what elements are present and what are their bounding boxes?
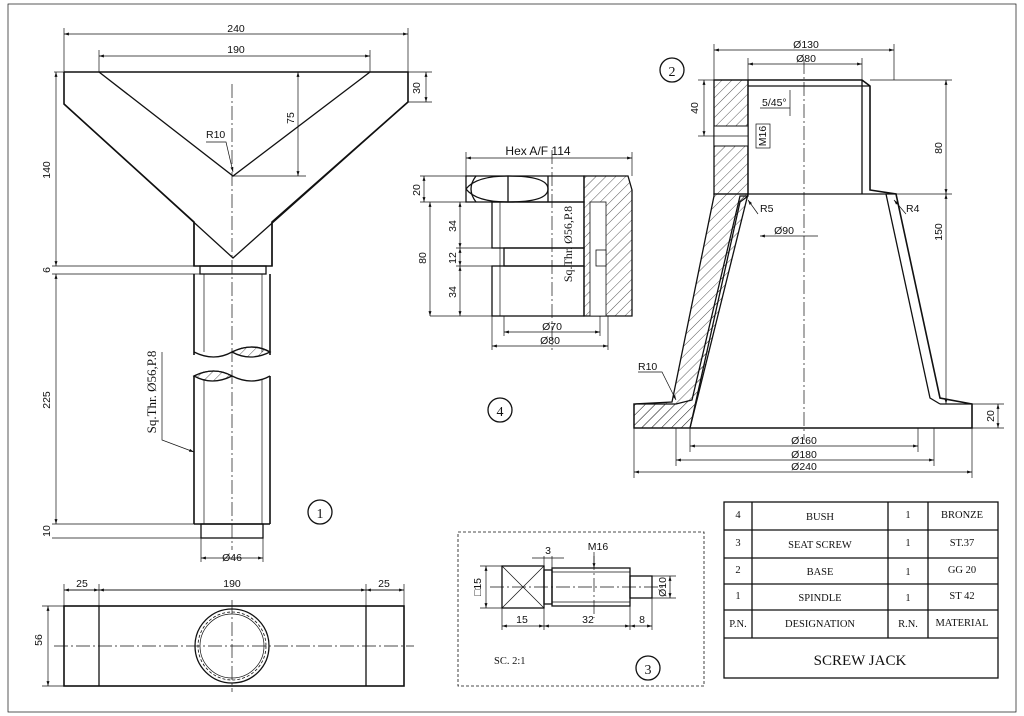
dim-30: 30 bbox=[411, 82, 423, 94]
row-material: ST 42 bbox=[949, 591, 974, 602]
row-material: GG 20 bbox=[948, 565, 976, 576]
dim-base-r4: R4 bbox=[906, 203, 920, 215]
title-block: 4 BUSH 1 BRONZE 3 SEAT SCREW 1 ST.37 2 B… bbox=[723, 501, 999, 679]
row-designation: BASE bbox=[807, 567, 834, 578]
dim-base-dia180: Ø180 bbox=[791, 449, 817, 461]
dim-base-150: 150 bbox=[933, 223, 945, 241]
dim-bush-34b: 34 bbox=[447, 286, 459, 298]
dim-hex: Hex A/F 114 bbox=[505, 144, 570, 158]
view-label-3: 3 bbox=[645, 663, 652, 678]
dim-top-56: 56 bbox=[33, 634, 45, 646]
header-rn: R.N. bbox=[898, 619, 918, 630]
dim-seat-dia10: Ø10 bbox=[657, 577, 669, 597]
spindle-thread-note: Sq.Thr. Ø56,P.8 bbox=[144, 351, 159, 434]
dim-base-r5: R5 bbox=[760, 203, 774, 215]
dim-base-20: 20 bbox=[985, 410, 997, 422]
row-rn: 1 bbox=[905, 510, 910, 521]
row-rn: 1 bbox=[905, 593, 910, 604]
row-designation: SEAT SCREW bbox=[788, 540, 852, 551]
dim-top-190: 190 bbox=[223, 578, 241, 590]
row-pn: 2 bbox=[735, 565, 740, 576]
spindle-top-view: 25 190 25 56 bbox=[33, 578, 414, 692]
parts-row-2: 3 SEAT SCREW 1 ST.37 bbox=[735, 538, 974, 551]
row-material: ST.37 bbox=[950, 538, 975, 549]
bush-thread-note: Sq.Thr. Ø56,P.8 bbox=[561, 206, 575, 282]
base-view: Ø130 Ø80 5/45° 40 M16 80 150 R5 R4 Ø90 R… bbox=[633, 39, 1004, 478]
dim-base-dia130: Ø130 bbox=[793, 39, 819, 51]
dim-base-40: 40 bbox=[689, 102, 701, 114]
view-label-4: 4 bbox=[497, 405, 504, 420]
dim-seat-8: 8 bbox=[639, 614, 645, 626]
row-pn: 3 bbox=[735, 538, 740, 549]
dim-seat-sq15: □15 bbox=[472, 578, 484, 596]
row-material: BRONZE bbox=[941, 510, 983, 521]
dim-bush-34a: 34 bbox=[447, 220, 459, 232]
dim-top-25-right: 25 bbox=[378, 578, 390, 590]
dim-240: 240 bbox=[227, 23, 245, 35]
row-rn: 1 bbox=[905, 567, 910, 578]
row-pn: 4 bbox=[735, 510, 741, 521]
spindle-view: 240 190 30 75 R10 140 6 225 10 Ø46 Sq.Th… bbox=[41, 23, 432, 564]
dim-seat-32: 32 bbox=[582, 614, 594, 626]
dim-seat-15: 15 bbox=[516, 614, 528, 626]
dim-225: 225 bbox=[41, 391, 53, 409]
row-designation: BUSH bbox=[806, 512, 834, 523]
row-pn: 1 bbox=[735, 591, 740, 602]
dim-r10: R10 bbox=[206, 129, 225, 141]
dim-6: 6 bbox=[41, 267, 53, 273]
dim-base-80: 80 bbox=[933, 142, 945, 154]
view-label-2: 2 bbox=[669, 65, 676, 80]
dim-base-dia240: Ø240 bbox=[791, 461, 817, 473]
seat-screw-view: 3 M16 □15 Ø10 15 32 8 SC. 2:1 3 bbox=[457, 531, 705, 687]
parts-header: P.N. DESIGNATION R.N. MATERIAL bbox=[729, 618, 988, 630]
dim-base-chamfer: 5/45° bbox=[762, 97, 787, 109]
header-pn: P.N. bbox=[729, 619, 747, 630]
view-label-2-circle bbox=[659, 57, 685, 83]
dim-75: 75 bbox=[285, 112, 297, 124]
dim-seat-3: 3 bbox=[545, 545, 551, 557]
dim-190: 190 bbox=[227, 44, 245, 56]
drawing-title: SCREW JACK bbox=[814, 653, 907, 669]
parts-row-1: 4 BUSH 1 BRONZE bbox=[735, 510, 983, 523]
row-designation: SPINDLE bbox=[798, 593, 841, 604]
row-rn: 1 bbox=[905, 538, 910, 549]
sheet-border bbox=[7, 3, 1017, 713]
dim-bush-20: 20 bbox=[411, 184, 423, 196]
dim-base-r10: R10 bbox=[638, 361, 657, 373]
dim-bush-80: 80 bbox=[417, 252, 429, 264]
view-label-3-circle bbox=[635, 655, 661, 681]
dim-dia46: Ø46 bbox=[222, 552, 242, 564]
dim-10: 10 bbox=[41, 525, 53, 537]
dim-seat-m16: M16 bbox=[588, 541, 609, 553]
bush-view: Hex A/F 114 20 80 34 12 34 Ø70 Ø80 Sq.Th… bbox=[411, 144, 633, 423]
dim-base-dia80: Ø80 bbox=[796, 53, 816, 65]
view-label-4-circle bbox=[487, 397, 513, 423]
parts-row-4: 1 SPINDLE 1 ST 42 bbox=[735, 591, 974, 604]
header-designation: DESIGNATION bbox=[785, 619, 855, 630]
header-material: MATERIAL bbox=[935, 618, 988, 629]
dim-bush-12: 12 bbox=[447, 252, 459, 264]
parts-row-3: 2 BASE 1 GG 20 bbox=[735, 565, 976, 578]
dim-140: 140 bbox=[41, 161, 53, 179]
view-label-1-circle bbox=[307, 499, 333, 525]
dim-base-m16: M16 bbox=[757, 126, 769, 147]
dim-base-dia160: Ø160 bbox=[791, 435, 817, 447]
dim-top-25-left: 25 bbox=[76, 578, 88, 590]
seat-screw-scale: SC. 2:1 bbox=[494, 656, 526, 667]
view-label-1: 1 bbox=[317, 507, 324, 522]
seat-screw-frame bbox=[457, 531, 705, 687]
dim-base-dia90: Ø90 bbox=[774, 225, 794, 237]
dim-bush-dia70: Ø70 bbox=[542, 321, 562, 333]
dim-bush-dia80: Ø80 bbox=[540, 335, 560, 347]
